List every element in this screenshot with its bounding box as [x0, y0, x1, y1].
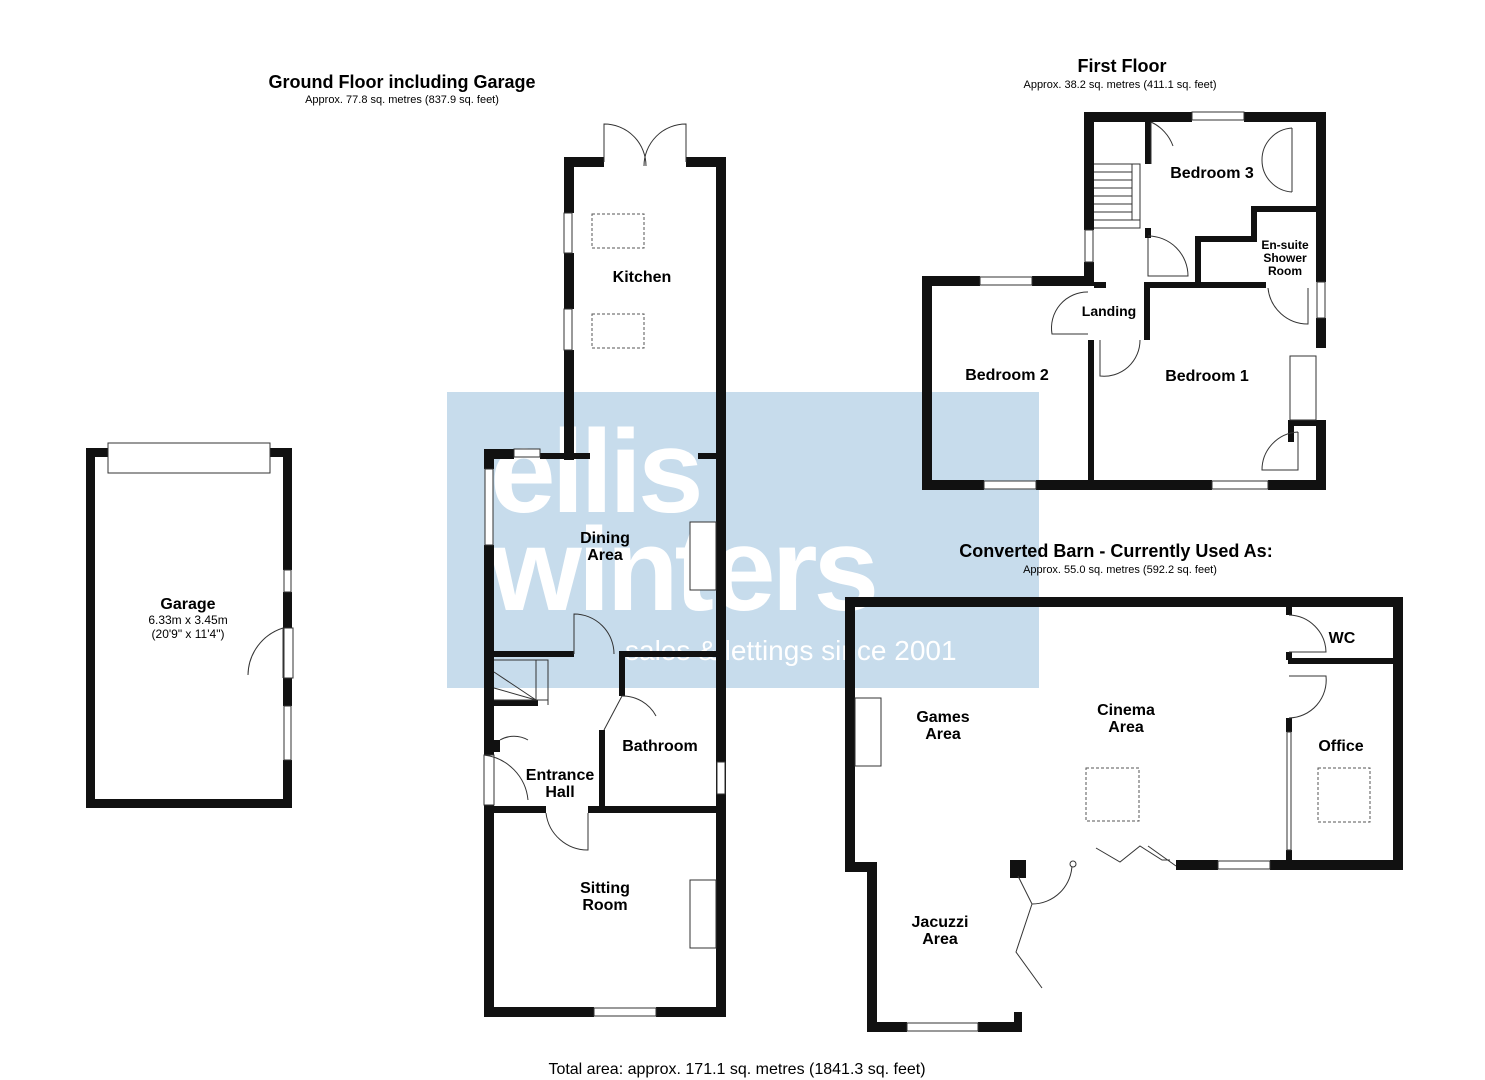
watermark-line-1: ellis: [490, 406, 700, 538]
dining-label: Dining: [580, 530, 630, 547]
watermark-tagline: sales & lettings since 2001: [625, 635, 957, 666]
sitting-window: [593, 1007, 657, 1017]
first-floor-area: Approx. 38.2 sq. metres (411.1 sq. feet): [1023, 79, 1216, 91]
stairs: [493, 659, 549, 705]
kitchen-label: Kitchen: [613, 269, 672, 286]
ground-floor-title: Ground Floor including Garage: [268, 72, 535, 92]
bedroom2-window: [979, 276, 1033, 286]
stairs: [1094, 163, 1141, 229]
ground-floor-area: Approx. 77.8 sq. metres (837.9 sq. feet): [305, 94, 499, 106]
kitchen-window: [563, 308, 573, 351]
bedroom3-window: [1191, 111, 1245, 121]
dining-door: [573, 613, 615, 655]
dining-window: [513, 448, 541, 458]
barn-plan: Games Area Cinema Area Jacuzzi Area WC O…: [845, 597, 1403, 1032]
bathroom-window: [716, 761, 726, 795]
entrance-door: [483, 754, 529, 805]
sitting-label: Sitting: [580, 880, 630, 897]
barn-title: Converted Barn - Currently Used As:: [959, 541, 1272, 561]
garage-window: [283, 705, 292, 761]
sitting-door: [545, 812, 589, 851]
bedroom1-window: [1211, 480, 1269, 490]
games-label: Games: [916, 709, 969, 726]
ensuite-window: [1316, 281, 1326, 319]
jacuzzi-label: Jacuzzi: [912, 914, 969, 931]
dining-fireplace: [689, 521, 717, 591]
patio-doors: [603, 123, 687, 167]
dining-window: [484, 468, 494, 546]
bedroom3-door: [1150, 121, 1174, 164]
bifold-doors: [1095, 845, 1177, 867]
office-door: [1288, 675, 1327, 719]
bathroom-door: [603, 695, 657, 731]
first-floor-plan: Bedroom 3 En-suite Shower Room Landing B…: [922, 111, 1326, 490]
bedroom2-window: [983, 480, 1037, 490]
skylight: [1317, 767, 1371, 823]
jacuzzi-bifold: [1015, 903, 1043, 989]
ensuite-label: Room: [1268, 264, 1302, 278]
barn-window: [1217, 860, 1271, 870]
cinema-label: Cinema: [1097, 702, 1155, 719]
bedroom3-door: [1147, 235, 1189, 277]
total-area: Total area: approx. 171.1 sq. metres (18…: [548, 1061, 925, 1078]
landing-label: Landing: [1082, 303, 1136, 319]
sitting-label: Room: [582, 897, 627, 914]
cinema-label: Area: [1108, 719, 1144, 736]
cupboard-door: [1261, 431, 1299, 471]
ensuite-door: [1267, 287, 1309, 325]
bedroom1-label: Bedroom 1: [1165, 368, 1249, 385]
jacuzzi-label: Area: [922, 931, 958, 948]
entrance-label: Entrance: [526, 767, 595, 784]
watermark-line-2: winters: [489, 504, 875, 636]
wc-door: [1288, 614, 1327, 653]
games-label: Area: [925, 726, 961, 743]
barn-window: [906, 1022, 979, 1032]
wardrobe-door: [1261, 127, 1293, 193]
landing-window: [1084, 229, 1094, 263]
watermark: ellis winters sales & lettings since 200…: [447, 392, 1039, 688]
first-floor-title: First Floor: [1078, 56, 1167, 76]
garage-door: [107, 442, 271, 474]
bedroom2-label: Bedroom 2: [965, 367, 1049, 384]
skylight: [591, 213, 645, 249]
skylight: [1085, 767, 1140, 822]
garage-window: [283, 569, 292, 593]
ensuite-label: En-suite: [1261, 238, 1309, 252]
bathroom-label: Bathroom: [622, 738, 698, 755]
kitchen-window: [563, 212, 573, 254]
bedroom2-door: [1051, 291, 1089, 335]
bedroom1-door: [1099, 339, 1141, 377]
ground-floor-plan: Kitchen Dining Area Bathroom Entrance Ha…: [483, 123, 726, 1017]
games-fireplace: [854, 697, 882, 767]
wardrobe: [1289, 355, 1317, 421]
office-label: Office: [1318, 738, 1363, 755]
entrance-label: Hall: [545, 784, 574, 801]
bedroom3-label: Bedroom 3: [1170, 165, 1254, 182]
wc-label: WC: [1329, 630, 1356, 647]
dining-label: Area: [587, 547, 623, 564]
ensuite-label: Shower: [1263, 251, 1307, 265]
jacuzzi-door: [1017, 863, 1073, 905]
garage-side-door: [247, 627, 284, 678]
garage-plan: Garage 6.33m x 3.45m (20'9" x 11'4"): [86, 442, 294, 808]
garage-dims-imperial: (20'9" x 11'4"): [152, 627, 225, 641]
watermark-panel: [447, 392, 1039, 688]
office-window: [1286, 731, 1292, 851]
skylight: [591, 313, 645, 349]
garage-dims-metric: 6.33m x 3.45m: [148, 613, 227, 627]
sitting-fireplace: [689, 879, 717, 949]
garage-label: Garage: [160, 596, 215, 613]
barn-area: Approx. 55.0 sq. metres (592.2 sq. feet): [1023, 564, 1217, 576]
